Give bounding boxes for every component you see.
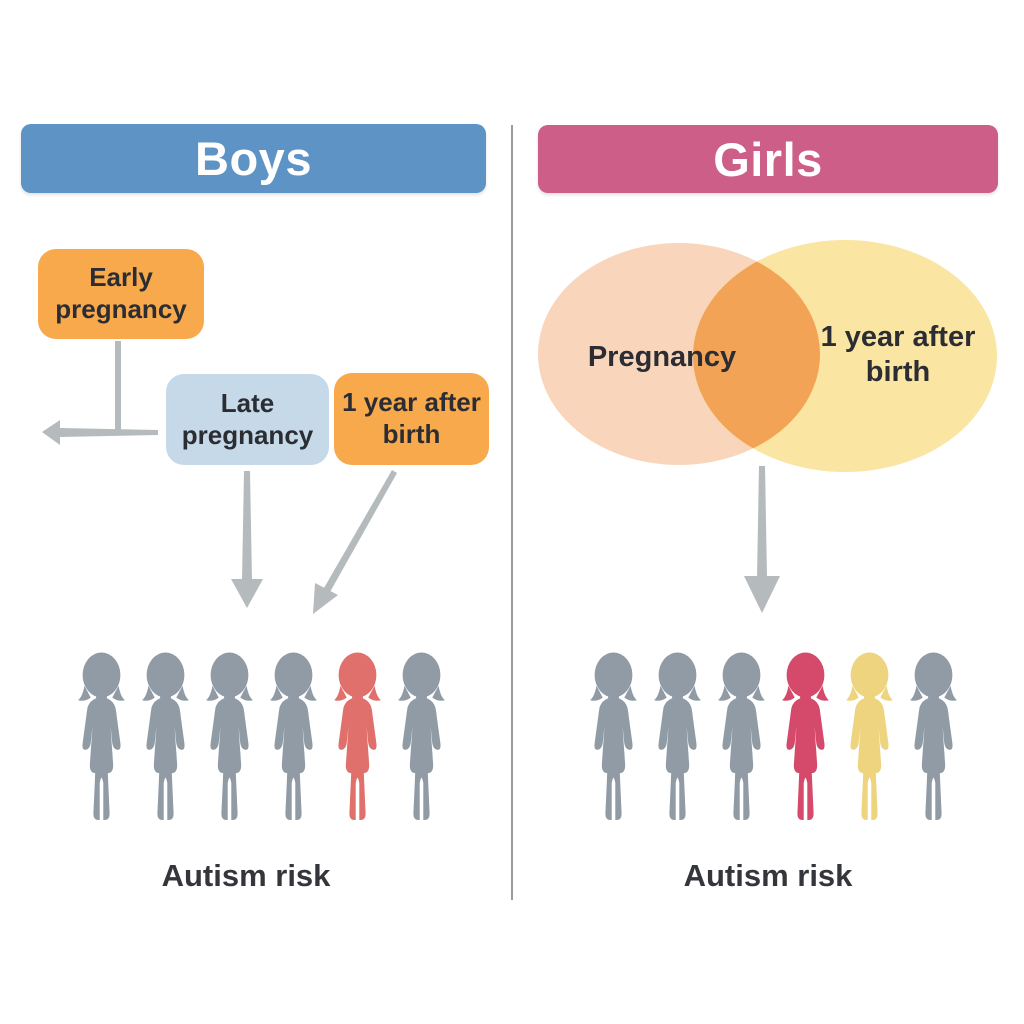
early-pregnancy-box: Early pregnancy (38, 249, 204, 339)
child-figure-highlighted (774, 643, 837, 833)
year-arrow-shaft (324, 470, 397, 592)
venn-arrow-shaft (757, 466, 767, 578)
girls-header: Girls (538, 125, 998, 193)
late-arrow-head (231, 579, 263, 608)
year-arrow-head (313, 583, 338, 614)
child-figure-highlighted (838, 643, 901, 833)
girls-figure-row (582, 643, 965, 833)
venn-year-after-birth-label: 1 year after birth (820, 321, 976, 388)
early-arrow-head-left (42, 420, 60, 445)
child-figure (262, 643, 325, 833)
venn-arrow-head (744, 576, 780, 613)
boys-autism-risk-label: Autism risk (161, 858, 331, 893)
child-figure (70, 643, 133, 833)
one-year-after-birth-box: 1 year after birth (334, 373, 489, 465)
child-figure (710, 643, 773, 833)
panel-divider (511, 125, 513, 900)
venn-pregnancy-label: Pregnancy (587, 341, 737, 373)
late-arrow-shaft (242, 471, 252, 581)
child-figure (902, 643, 965, 833)
child-figure (390, 643, 453, 833)
child-figure-highlighted (326, 643, 389, 833)
boys-figure-row (70, 643, 453, 833)
girls-autism-risk-label: Autism risk (683, 858, 853, 893)
child-figure (646, 643, 709, 833)
late-pregnancy-box: Late pregnancy (166, 374, 329, 465)
venn-overlap (693, 243, 820, 465)
child-figure (582, 643, 645, 833)
child-figure (198, 643, 261, 833)
child-figure (134, 643, 197, 833)
early-arrow-shaft-vertical (115, 341, 121, 430)
boys-header: Boys (21, 124, 486, 193)
venn-diagram (538, 240, 997, 472)
early-arrow-shaft-horizontal (60, 428, 158, 437)
